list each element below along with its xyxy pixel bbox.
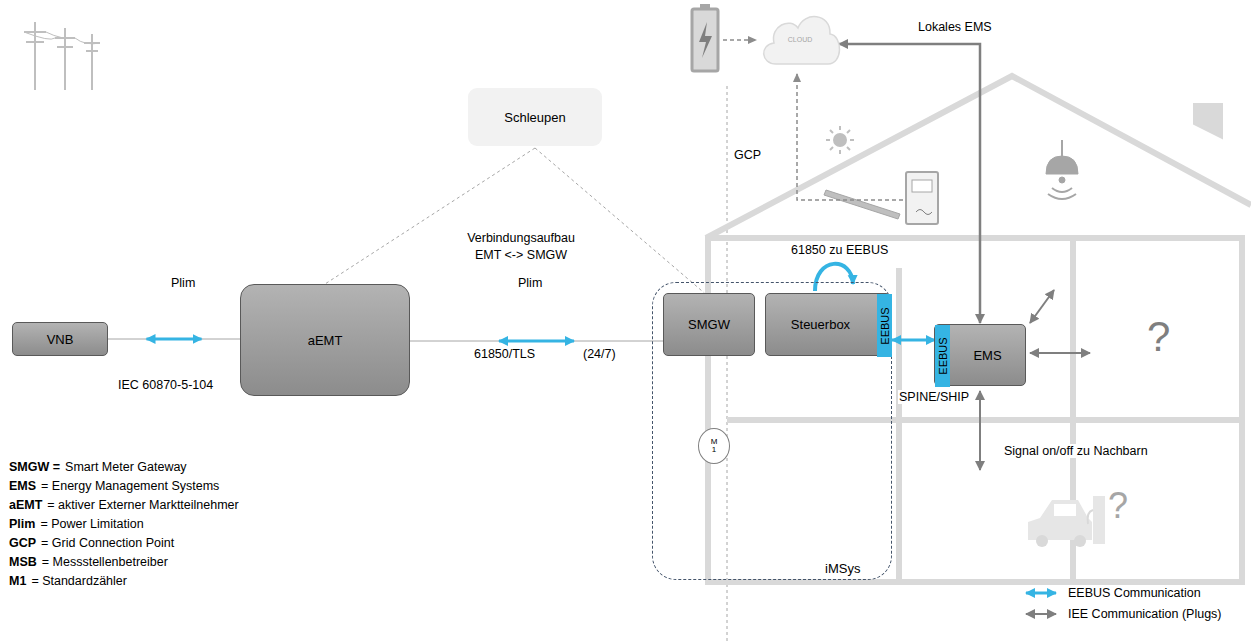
conversion-arrow [815,264,853,291]
gcp-boundary [727,86,728,641]
power-pylons [24,22,100,90]
node-text: aEMT [308,333,343,348]
node-text: M 1 [709,438,719,455]
connector [892,339,935,342]
annotation-label: ? [1146,316,1171,358]
legend-text: IEE Communication (Plugs) [1068,607,1222,621]
annotation-label: Verbindungsaufbau EMT <-> SMGW [456,230,586,264]
abbreviation-term: SMGW = [8,460,61,474]
eebus-interface: EEBUS [935,325,950,387]
meter-circle: M 1 [698,428,730,464]
legend-text: EEBUS Communication [1068,586,1201,600]
connector [499,340,574,343]
imsys-region: iMSys SMGW Steuerbox EEBUS M 1 [652,282,892,580]
node-text: EEBUS [937,337,949,374]
solar-panel [824,190,900,219]
node-text: EMS [973,348,1001,363]
abbreviation-definition: = Power Limitation [39,517,144,531]
eebus-interface: EEBUS [877,294,892,357]
annotation-label: Lokales EMS [917,20,993,34]
abbreviation-term: M1 [8,574,27,588]
connector [535,148,704,293]
sun-icon [826,126,854,154]
node-text: iMSys [825,561,860,576]
legend-item: IEE Communication (Plugs) [1022,607,1222,621]
connector [147,338,202,341]
annotation-label: GCP [733,148,762,162]
abbreviation-term: MSB [8,555,38,569]
annotation-label: 61850 zu EEBUS [790,243,889,257]
battery-icon [692,4,718,71]
annotation-label: 61850/TLS [473,347,536,361]
abbreviation-definition: = aktiver Externer Marktteilnehmer [46,498,239,512]
annotation-label: IEC 60870-5-104 [117,378,214,392]
annotation-label: Plim [170,276,196,290]
plug-arrow [979,391,981,470]
inverter-icon [906,172,938,224]
legend-line-sample [1022,607,1060,621]
annotation-label: ? [1107,488,1129,524]
abbreviation-definition: Smart Meter Gateway [64,460,188,474]
data-flow [797,74,903,200]
connector [108,339,240,340]
abbreviation-definition: = Messstellenbetreiber [41,555,169,569]
connector [410,341,663,342]
node-text: Steuerbox [791,317,850,332]
legend-item: EEBUS Communication [1022,586,1201,600]
abbreviation-term: aEMT [8,498,43,512]
abbreviation-term: EMS [8,479,37,493]
plug-arrow [1030,352,1090,354]
node-text: CLOUD [788,36,813,43]
device-box: Steuerbox EEBUS [765,293,891,356]
annotation-label: (24/7) [582,347,617,361]
lamp-icon [1046,140,1078,199]
legend-line-sample [1022,586,1060,600]
abbreviation-definition: = Grid Connection Point [40,536,175,550]
device-box: EMS EEBUS [934,324,1026,386]
car-icon [1028,496,1105,547]
node-text: EEBUS [879,307,891,344]
abbreviation-definition: = Energy Management Systems [40,479,220,493]
plug-arrow [1030,290,1054,323]
data-flow [723,39,756,41]
abbreviation-definition: = Standardzähler [30,574,128,588]
node-text: VNB [47,332,74,347]
abbreviation-term: GCP [8,536,37,550]
annotation-label: Signal on/off zu Nachbarn [1003,444,1149,458]
process-box: aEMT [240,284,410,396]
cloud-shape: CLOUD [758,6,842,72]
abbreviation-term: Plim [8,517,36,531]
annotation-label: SPINE/SHIP [898,390,970,404]
system-box: Schleupen [468,88,602,146]
process-box: VNB [12,322,108,356]
node-text: Schleupen [504,110,565,125]
node-text: SMGW [688,317,730,332]
device-box: SMGW [663,293,755,356]
house-outline [706,76,1251,582]
annotation-label: Plim [517,276,543,290]
